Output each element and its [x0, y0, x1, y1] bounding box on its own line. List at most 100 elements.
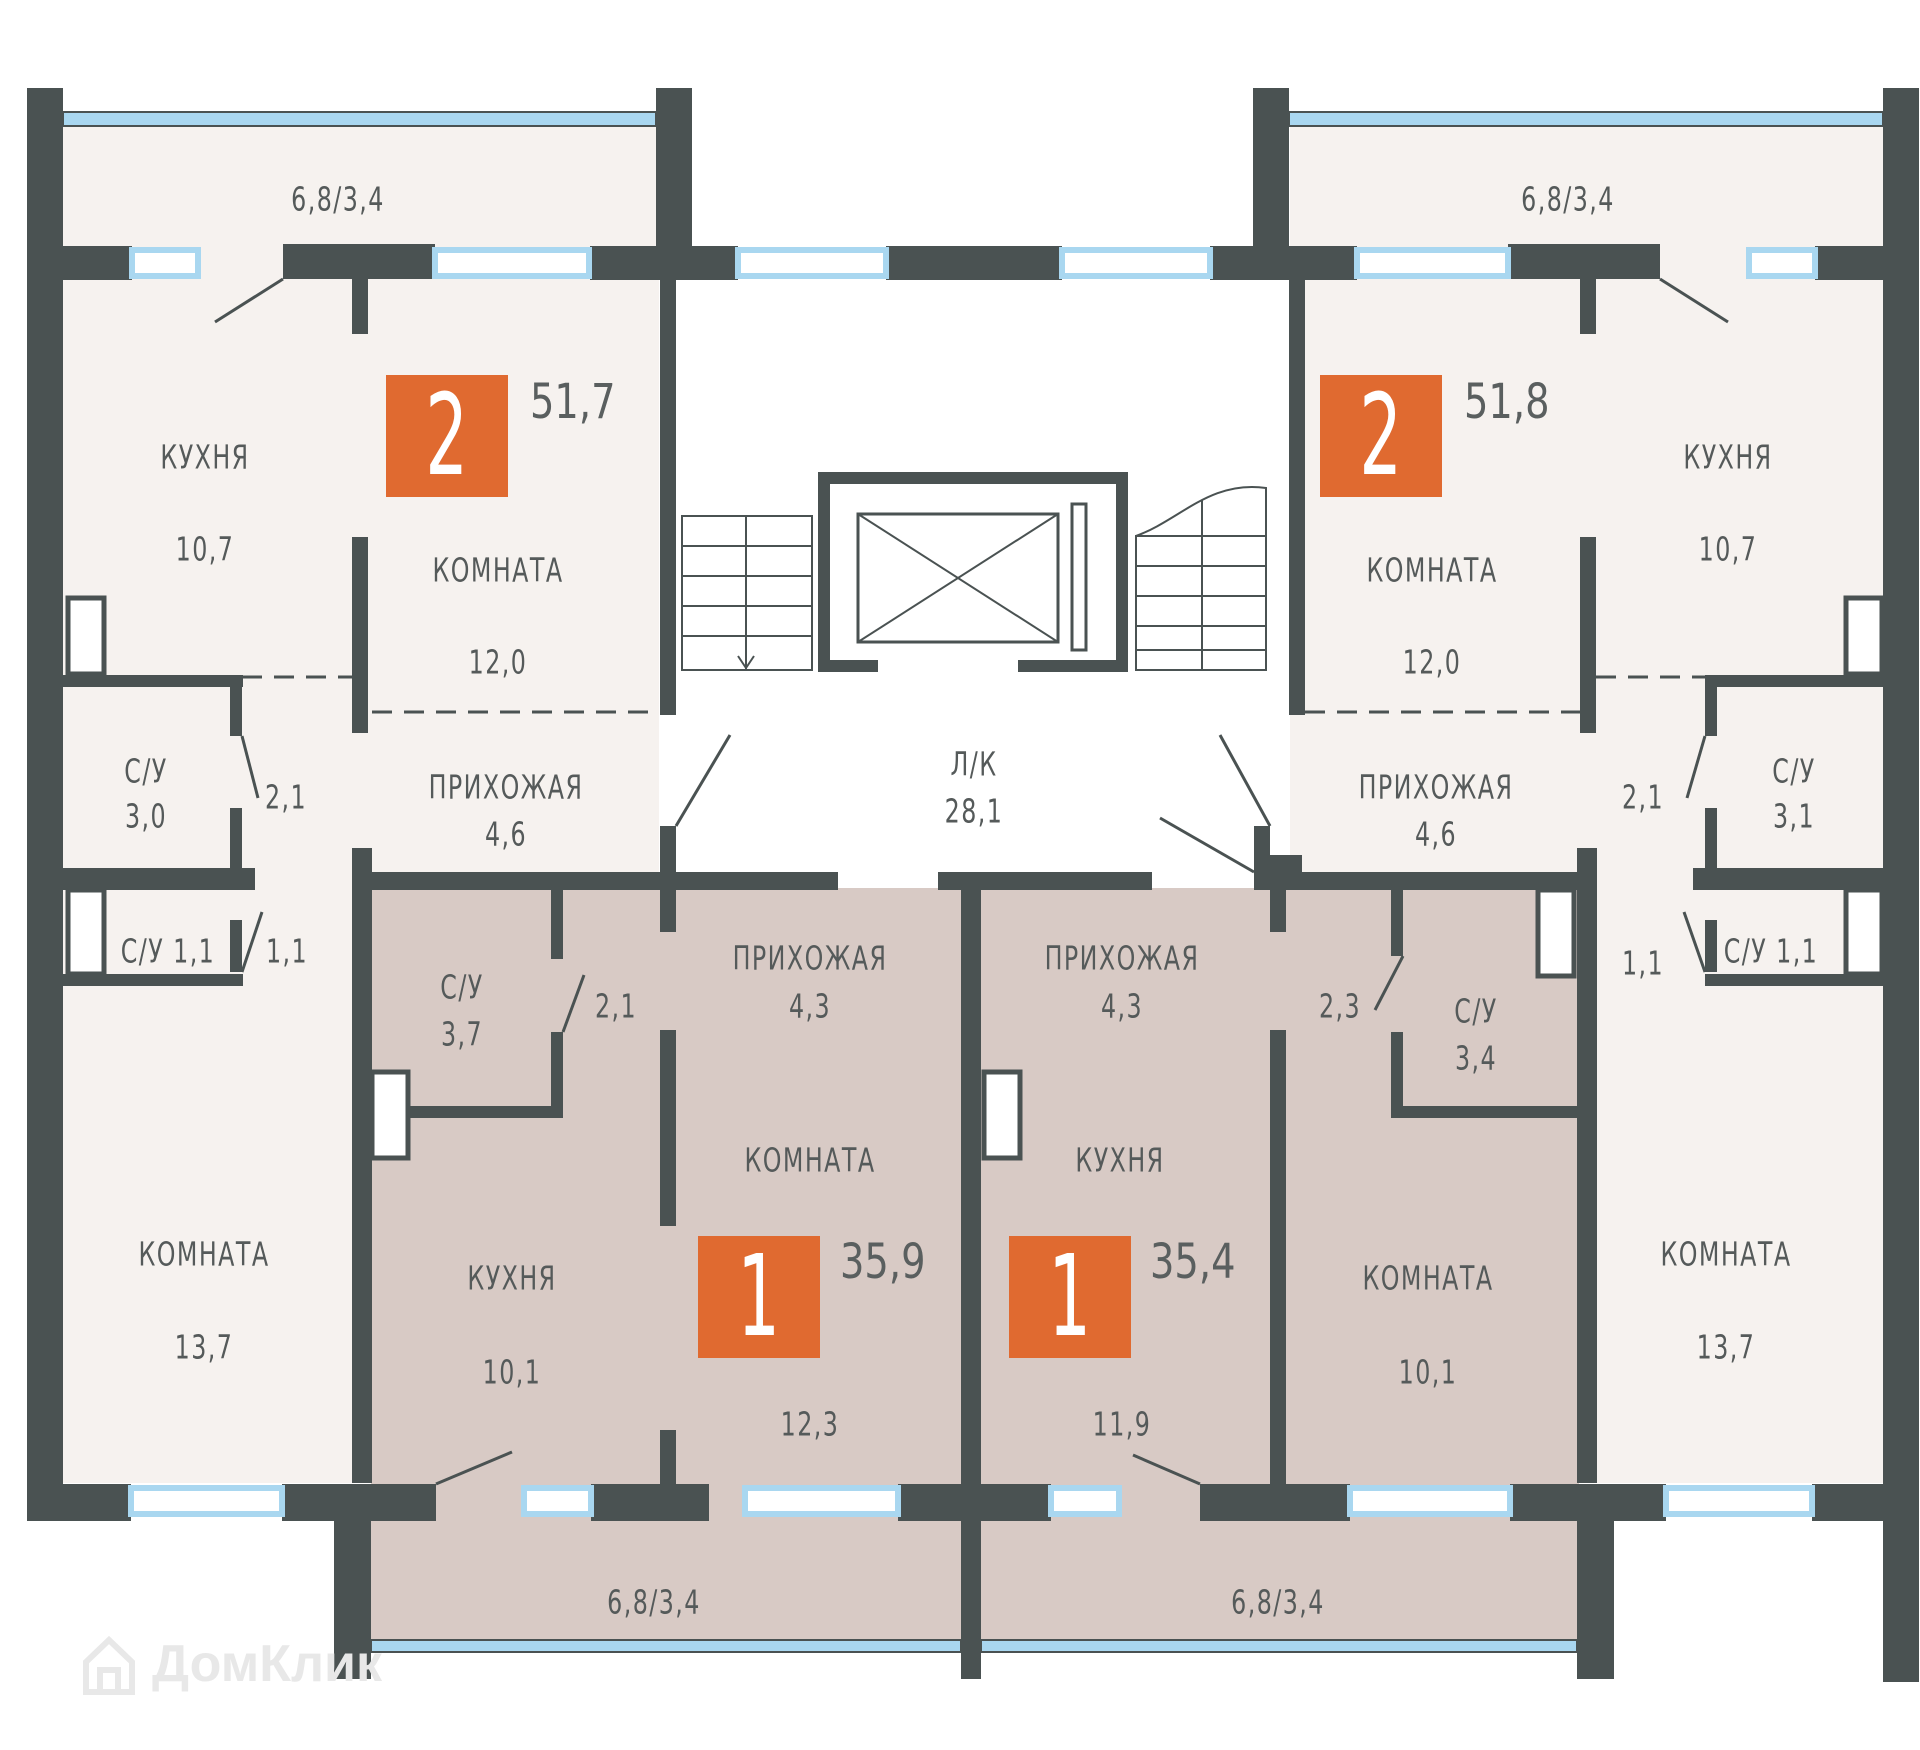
wall [1210, 246, 1258, 280]
wall [1254, 855, 1302, 875]
wall [1270, 1030, 1286, 1484]
wall [1815, 246, 1886, 280]
room-name: С/У 1,1 [1723, 931, 1819, 971]
wall [1391, 888, 1403, 956]
wall [1705, 974, 1886, 986]
wall [1705, 684, 1717, 736]
door [674, 734, 732, 827]
lobby-fill [677, 280, 1289, 888]
room-name: КУХНЯ [160, 437, 250, 477]
wall [27, 246, 132, 280]
room-name: С/У [440, 967, 484, 1007]
apartment-area: 51,8 [1464, 374, 1550, 430]
rooms-count: 1 [737, 1232, 781, 1362]
wall [1577, 1517, 1614, 1679]
balcony-area: 6,8/3,4 [1521, 179, 1615, 219]
room-area: 10,1 [482, 1352, 542, 1392]
wall [282, 1484, 436, 1521]
room-area: 3,0 [124, 796, 168, 836]
window [980, 1639, 1578, 1653]
room-area: 12,3 [780, 1404, 840, 1444]
wall [961, 872, 981, 1652]
door [1373, 955, 1405, 1011]
door [1659, 277, 1729, 324]
window [1354, 247, 1511, 279]
wall [1577, 848, 1597, 1483]
wall [660, 826, 676, 872]
walls [27, 88, 1919, 1682]
wall [352, 278, 368, 334]
wall [1705, 920, 1717, 972]
wall [230, 920, 242, 972]
room-area: 2,3 [1318, 986, 1362, 1026]
wall [1254, 872, 1588, 890]
wall [886, 246, 1062, 280]
room-name: КУХНЯ [1683, 437, 1773, 477]
wall [591, 1484, 709, 1521]
room-name: КОМНАТА [1362, 1258, 1494, 1298]
vent-shaft [65, 595, 107, 677]
room-area: 28,1 [944, 791, 1004, 831]
balcony-area: 6,8/3,4 [1231, 1582, 1325, 1622]
wall [334, 1517, 371, 1679]
window [1288, 111, 1884, 127]
room-name: КУХНЯ [467, 1258, 557, 1298]
window [1746, 247, 1818, 279]
room-area: 4,6 [484, 814, 528, 854]
room-area: 3,7 [440, 1014, 484, 1054]
window [742, 1485, 901, 1517]
window [521, 1485, 594, 1517]
rooms-count: 2 [425, 371, 469, 501]
watermark-text: ДомКлик [152, 1635, 382, 1693]
room-name: Л/К [950, 744, 998, 784]
wall [352, 872, 838, 890]
wall [551, 1032, 563, 1112]
wall [692, 246, 738, 280]
wall [352, 537, 368, 733]
apartment-area: 35,9 [840, 1234, 926, 1290]
room-name: КУХНЯ [1075, 1140, 1165, 1180]
wall [405, 1106, 563, 1118]
room-name: ПРИХОЖАЯ [732, 938, 888, 978]
wall [1693, 868, 1886, 890]
wall [1580, 278, 1596, 334]
door [1685, 735, 1707, 799]
wall [1391, 1032, 1403, 1112]
wall [551, 888, 563, 959]
wall [1508, 244, 1660, 279]
door [1682, 911, 1707, 973]
room-name: С/У 1,1 [120, 931, 216, 971]
apartment-rooms-badge: 2 [386, 375, 508, 497]
vent-shaft [1843, 595, 1885, 677]
window [432, 247, 592, 279]
room-area: 4,3 [1100, 986, 1144, 1026]
wall [961, 1517, 981, 1679]
wall [660, 280, 676, 715]
wall [660, 1430, 676, 1486]
door [561, 974, 586, 1033]
room-area: 2,1 [1621, 777, 1665, 817]
elevator [818, 472, 1128, 672]
window [1347, 1485, 1513, 1517]
wall [1253, 246, 1357, 280]
floor-fills [63, 115, 1886, 1653]
room-dividers [242, 675, 1705, 714]
room-area: 12,0 [468, 642, 528, 682]
wall [63, 974, 243, 986]
wall [1580, 537, 1596, 733]
wall [230, 684, 242, 736]
stairs-right [1135, 485, 1267, 671]
room-name: С/У [1772, 751, 1816, 791]
room-name: С/У [124, 751, 168, 791]
door [1218, 734, 1272, 827]
room-area: 1,1 [265, 931, 309, 971]
doors [214, 277, 1729, 1486]
wall [660, 1030, 676, 1226]
door [214, 277, 284, 324]
room-name: КОМНАТА [1660, 1234, 1792, 1274]
window [128, 1485, 285, 1517]
wall [27, 1484, 131, 1521]
door [1132, 1453, 1201, 1486]
room-area: 4,3 [788, 986, 832, 1026]
